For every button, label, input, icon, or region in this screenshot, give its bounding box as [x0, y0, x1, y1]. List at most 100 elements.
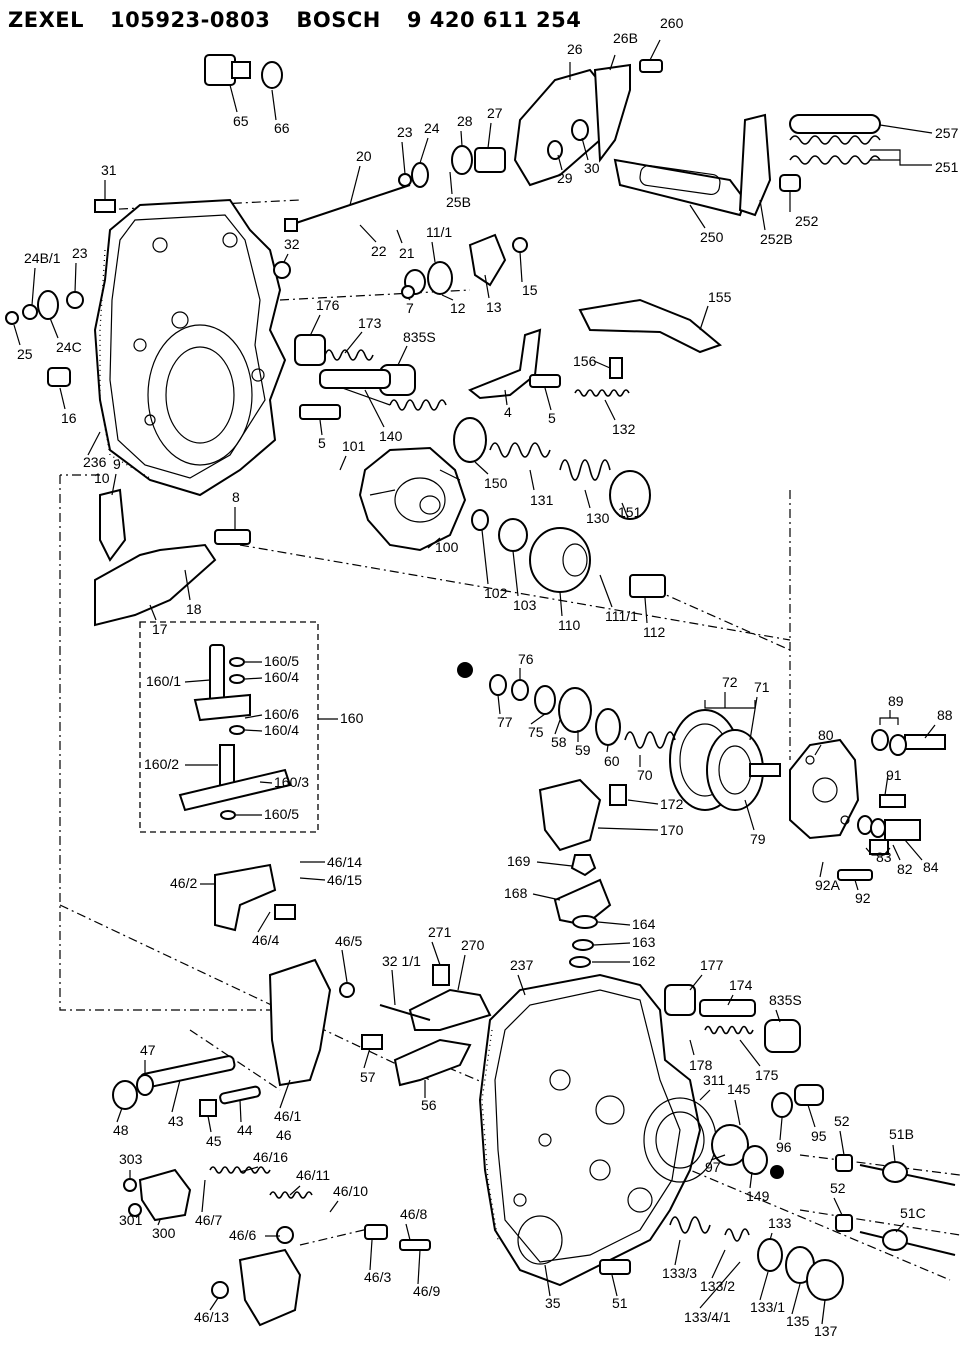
part-label: 46/3	[364, 1269, 391, 1285]
part-label: 24B/1	[24, 250, 61, 266]
part-label: 46/8	[400, 1206, 427, 1222]
part-label: 46/6	[229, 1227, 256, 1243]
part-label: 169	[507, 853, 531, 869]
part-label: 17	[152, 621, 168, 637]
part-label: 96	[776, 1139, 792, 1155]
part-label: 25	[17, 346, 33, 362]
part-label: 112	[643, 624, 666, 640]
part-label: 140	[379, 428, 403, 444]
part-label: 150	[484, 475, 508, 491]
part-label: 164	[632, 916, 656, 932]
part-label: 145	[727, 1081, 751, 1097]
part-label: 133	[768, 1215, 792, 1231]
part-label: 92	[855, 890, 871, 906]
part-label: 303	[119, 1151, 143, 1167]
part-label: 26B	[613, 30, 638, 46]
zexel-part-number: 105923-0803	[110, 8, 271, 32]
part-label: 46/11	[296, 1167, 330, 1183]
part-label: 46/5	[335, 933, 362, 949]
lower-housing-237	[478, 973, 717, 1287]
part-label: 11/1	[426, 224, 452, 240]
part-label: 46/2	[170, 875, 197, 891]
part-label: 51C	[900, 1205, 926, 1221]
part-label: 48	[113, 1122, 129, 1138]
reference-lines	[59, 199, 961, 1281]
part-label: 23	[397, 124, 413, 140]
part-label: 173	[358, 315, 382, 331]
part-label: 156	[573, 353, 597, 369]
part-label: 52	[830, 1180, 846, 1196]
part-label: 271	[428, 924, 452, 940]
part-label: 132	[612, 421, 636, 437]
part-label: 84	[923, 859, 939, 875]
part-label: 270	[461, 937, 485, 953]
part-label: 89	[888, 693, 904, 709]
part-label: 52	[834, 1113, 850, 1129]
part-label: 10	[94, 470, 110, 486]
part-label: 251	[935, 159, 959, 175]
part-label: 177	[700, 957, 724, 973]
part-label: 25B	[446, 194, 471, 210]
part-label: 46/1	[274, 1108, 301, 1124]
part-label: 100	[435, 539, 459, 555]
part-label: 172	[660, 796, 684, 812]
part-label: 27	[487, 105, 503, 121]
part-label: 160	[340, 710, 364, 726]
part-label: 133/4/1	[684, 1309, 731, 1325]
part-label: 160/5	[264, 806, 299, 822]
part-label: 135	[786, 1313, 810, 1329]
part-label: 163	[632, 934, 656, 950]
part-label: 160/4	[264, 722, 299, 738]
part-label: 160/1	[146, 673, 181, 689]
part-label: 176	[316, 297, 340, 313]
diaphragm-assembly	[669, 709, 860, 840]
part-label: 170	[660, 822, 684, 838]
part-label: 13	[486, 299, 502, 315]
part-label: 46/7	[195, 1212, 222, 1228]
governor-flyweights-100	[358, 446, 467, 552]
part-label: 5	[548, 410, 556, 426]
part-label: 51	[612, 1295, 628, 1311]
part-label: 72	[722, 674, 738, 690]
part-label: 174	[729, 977, 753, 993]
part-label: 835S	[769, 992, 802, 1008]
part-label: 130	[586, 510, 610, 526]
part-label: 175	[755, 1067, 779, 1083]
part-label: 58	[551, 734, 567, 750]
part-label: 5	[318, 435, 326, 451]
part-label: 95	[811, 1128, 827, 1144]
part-label: 257	[935, 125, 959, 141]
part-label: 252B	[760, 231, 793, 247]
part-label: 91	[886, 767, 902, 783]
part-label: 149	[746, 1188, 770, 1204]
part-label: 151	[618, 504, 642, 520]
plug-dots	[457, 662, 784, 1179]
part-label: 155	[708, 289, 732, 305]
part-label: 237	[510, 957, 534, 973]
part-label: 103	[513, 597, 537, 613]
part-label: 29	[557, 170, 573, 186]
part-label: 311	[703, 1072, 726, 1088]
part-label: 46/15	[327, 872, 362, 888]
part-label: 46	[276, 1127, 292, 1143]
part-label: 21	[399, 245, 415, 261]
part-label: 16	[61, 410, 77, 426]
part-label: 131	[530, 492, 554, 508]
part-label: 133/3	[662, 1265, 697, 1281]
part-label: 18	[186, 601, 202, 617]
part-label: 76	[518, 651, 534, 667]
part-label: 46/16	[253, 1149, 288, 1165]
part-label: 22	[371, 243, 387, 259]
part-label: 260	[660, 15, 684, 31]
part-label: 102	[484, 585, 508, 601]
part-label: 250	[700, 229, 724, 245]
part-label: 57	[360, 1069, 376, 1085]
part-label: 7	[406, 300, 414, 316]
part-label: 20	[356, 148, 372, 164]
part-label: 160/2	[144, 756, 179, 772]
part-label: 12	[450, 300, 466, 316]
part-label: 71	[754, 679, 770, 695]
part-label: 30	[584, 160, 600, 176]
